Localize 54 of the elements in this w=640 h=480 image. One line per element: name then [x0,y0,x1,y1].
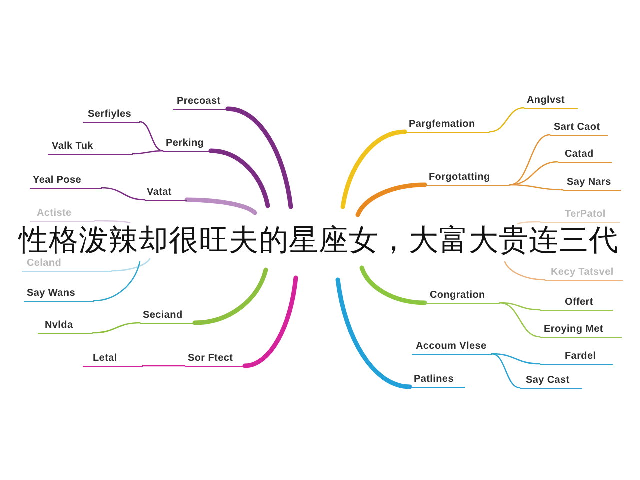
branch-line [340,130,408,210]
topic-label: Celand [22,258,112,272]
connector-line [509,161,559,186]
topic-label: Congration [425,290,500,304]
branch-line [94,220,131,224]
topic-label: Nvlda [38,320,93,334]
topic-label: Pargfemation [405,119,490,133]
topic-label: Anglvst [524,95,578,109]
topic-label: Say Nars [563,177,621,191]
topic-label: Say Cast [520,375,582,389]
title: 性格泼辣却很旺夫的星座女，大富大贵连三代 [19,223,619,257]
branch-line [93,261,141,302]
topic-label: Catad [558,149,612,163]
branch-line [360,266,428,306]
connector-line [92,322,141,334]
connector-line [139,121,164,152]
topic-label: Yeal Pose [30,175,102,189]
branch-line [208,148,270,208]
branch-line [356,182,428,218]
branch-line [517,221,541,225]
topic-label: Vatat [145,187,187,201]
connector-line [509,184,564,191]
connector-line [489,107,525,133]
branch-line [192,268,268,326]
branch-line [226,106,294,210]
topic-label: Precoast [173,96,228,110]
branch-line [336,278,412,390]
topic-label: Letal [83,353,143,367]
topic-label: Serfiyles [83,109,140,123]
topic-label: Sor Ftect [185,353,245,367]
topic-label: Perking [163,138,211,152]
branch-line [242,276,298,368]
topic-label: Valk Tuk [48,141,133,155]
topic-label: Offert [540,297,613,311]
connector-line [509,134,551,186]
connector-line [499,302,541,338]
topic-label: Say Wans [24,288,94,302]
topic-label: Patlines [410,374,465,388]
topic-label: TerPatol [540,209,620,223]
topic-label: Seciand [140,310,195,324]
topic-label: Kecy Tatsvel [545,267,623,281]
branch-line [184,198,258,216]
topic-label: Fardel [540,351,613,365]
branch-line [504,261,546,281]
topic-label: Actiste [30,208,95,222]
connector-line [101,187,146,201]
connector-line [491,353,521,389]
connector-line [132,150,164,155]
topic-label: Eroying Met [540,324,622,338]
topic-label: Forgotatting [425,172,510,186]
branch-line [111,258,151,272]
topic-label: Accoum Vlese [412,341,492,355]
connector-line [142,365,186,367]
topic-label: Sart Caot [550,122,608,136]
